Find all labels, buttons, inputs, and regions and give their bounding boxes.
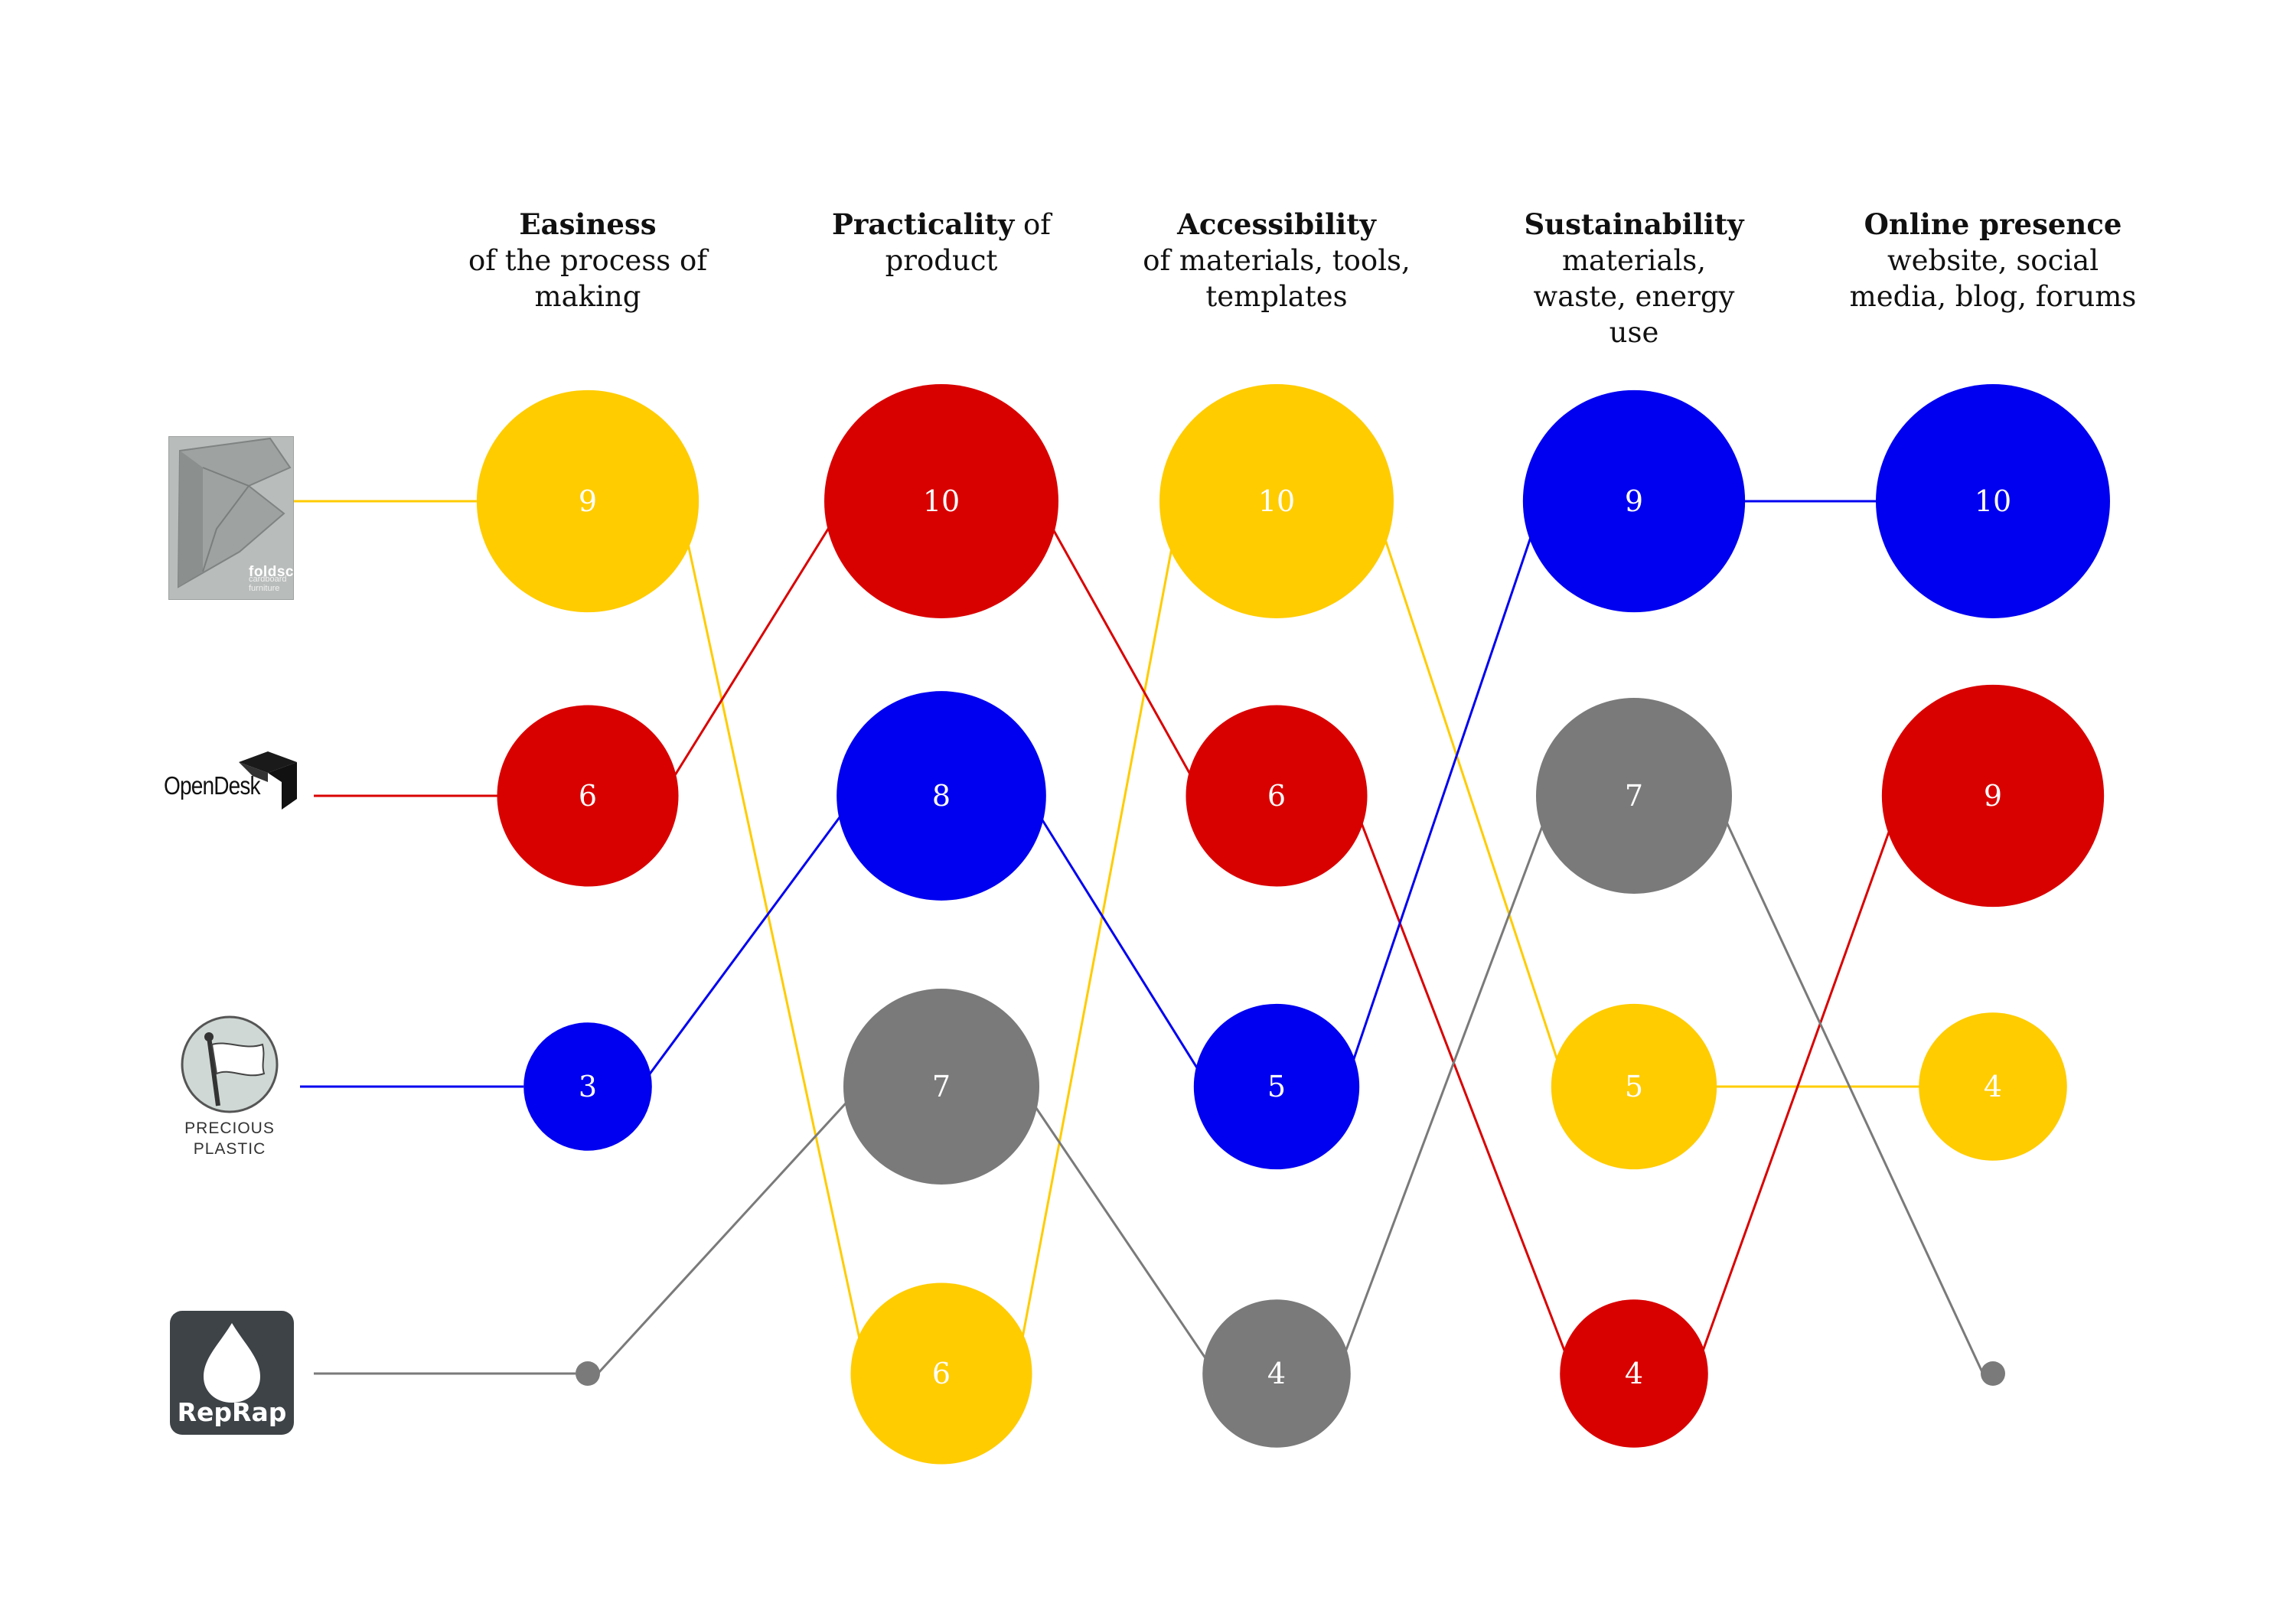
- value-label-foldschool: 9: [579, 484, 597, 518]
- series-segment-opendesk: [660, 500, 846, 797]
- folded-chair-icon: [177, 437, 292, 588]
- column-header-accessibility: Accessibility of materials, tools, templ…: [1143, 207, 1411, 313]
- value-circle-reprap: [1981, 1361, 2005, 1386]
- value-label-foldschool: 10: [1258, 484, 1295, 518]
- series-segment-foldschool: [1014, 500, 1182, 1374]
- series-segment-foldschool: [677, 500, 869, 1374]
- reprap-logo: RepRap: [170, 1311, 294, 1435]
- value-circle-foldschool: [850, 1282, 1032, 1465]
- flag-icon: [181, 1015, 279, 1113]
- value-label-reprap: 4: [1267, 1357, 1286, 1390]
- value-label-foldschool: 5: [1625, 1070, 1643, 1103]
- precious-plastic-logo: PRECIOUS PLASTIC: [172, 1014, 287, 1167]
- value-circle-foldschool: [1551, 1003, 1717, 1170]
- value-circles: 9 6 10 5 4 6 10 6 4 9 3 8 5 9 10 7 4 7: [476, 384, 2110, 1465]
- drop-icon: [204, 1323, 260, 1403]
- opendesk-cube-icon: [239, 751, 297, 810]
- column-header-sustainability: Sustainability materials, waste, energy …: [1524, 207, 1744, 349]
- series-segment-reprap: [1713, 795, 1985, 1374]
- value-circle-opendesk: [824, 384, 1058, 618]
- value-label-reprap: 7: [1625, 779, 1643, 813]
- value-circle-foldschool: [476, 389, 700, 613]
- series-segment-precious-plastic: [639, 795, 856, 1087]
- value-label-reprap: 7: [932, 1070, 951, 1103]
- foldschool-logo: foldschool cardboard furniture: [168, 436, 294, 600]
- value-circle-reprap: [576, 1361, 600, 1386]
- series-segment-precious-plastic: [1343, 500, 1544, 1087]
- series-segment-opendesk: [1349, 795, 1575, 1374]
- column-header-practicality: Practicality of product: [832, 207, 1051, 277]
- value-circle-reprap: [843, 988, 1040, 1185]
- value-circle-opendesk: [1881, 684, 2105, 908]
- value-label-precious-plastic: 9: [1625, 484, 1643, 518]
- value-label-precious-plastic: 3: [579, 1070, 597, 1103]
- precious-plastic-line2: PLASTIC: [193, 1140, 266, 1158]
- value-label-foldschool: 6: [932, 1357, 951, 1390]
- series-segment-opendesk: [1693, 795, 1903, 1374]
- opendesk-logo: OpenDesk: [164, 748, 302, 817]
- value-label-opendesk: 6: [1267, 779, 1286, 813]
- value-label-opendesk: 6: [579, 779, 597, 813]
- value-circle-precious-plastic: [837, 691, 1046, 901]
- reprap-icon: RepRap: [170, 1311, 294, 1435]
- value-circle-precious-plastic: [1876, 384, 2110, 618]
- value-circle-foldschool: [1159, 384, 1394, 618]
- series-segment-opendesk: [1036, 500, 1204, 797]
- value-circle-foldschool: [1919, 1012, 2067, 1161]
- value-circle-reprap: [1535, 697, 1733, 895]
- series-segment-reprap: [1020, 1086, 1217, 1374]
- value-label-opendesk: 4: [1625, 1357, 1643, 1390]
- value-label-opendesk: 10: [923, 484, 960, 518]
- value-circle-opendesk: [1186, 705, 1368, 887]
- foldschool-icon: foldschool cardboard furniture: [168, 436, 294, 600]
- series-segment-precious-plastic: [1026, 795, 1210, 1087]
- precious-plastic-line1: PRECIOUS: [184, 1119, 275, 1137]
- series-segment-foldschool: [1371, 500, 1567, 1087]
- value-circle-reprap: [1202, 1299, 1351, 1448]
- value-circle-precious-plastic: [1193, 1003, 1360, 1170]
- value-circle-opendesk: [1560, 1299, 1708, 1448]
- series-lines: [292, 500, 1985, 1375]
- series-segment-reprap: [597, 1085, 863, 1375]
- value-label-precious-plastic: 10: [1975, 484, 2011, 518]
- value-label-precious-plastic: 8: [932, 779, 951, 813]
- value-label-precious-plastic: 5: [1267, 1070, 1286, 1103]
- value-circle-precious-plastic: [523, 1022, 652, 1151]
- column-header-online-presence: Online presence website, social media, b…: [1849, 207, 2137, 313]
- series-segment-reprap: [1336, 795, 1555, 1374]
- value-circle-precious-plastic: [1522, 389, 1746, 613]
- value-circle-opendesk: [497, 705, 679, 887]
- value-label-foldschool: 4: [1984, 1070, 2002, 1103]
- value-label-opendesk: 9: [1984, 779, 2002, 813]
- column-header-easiness: Easiness of the process of making: [468, 207, 708, 313]
